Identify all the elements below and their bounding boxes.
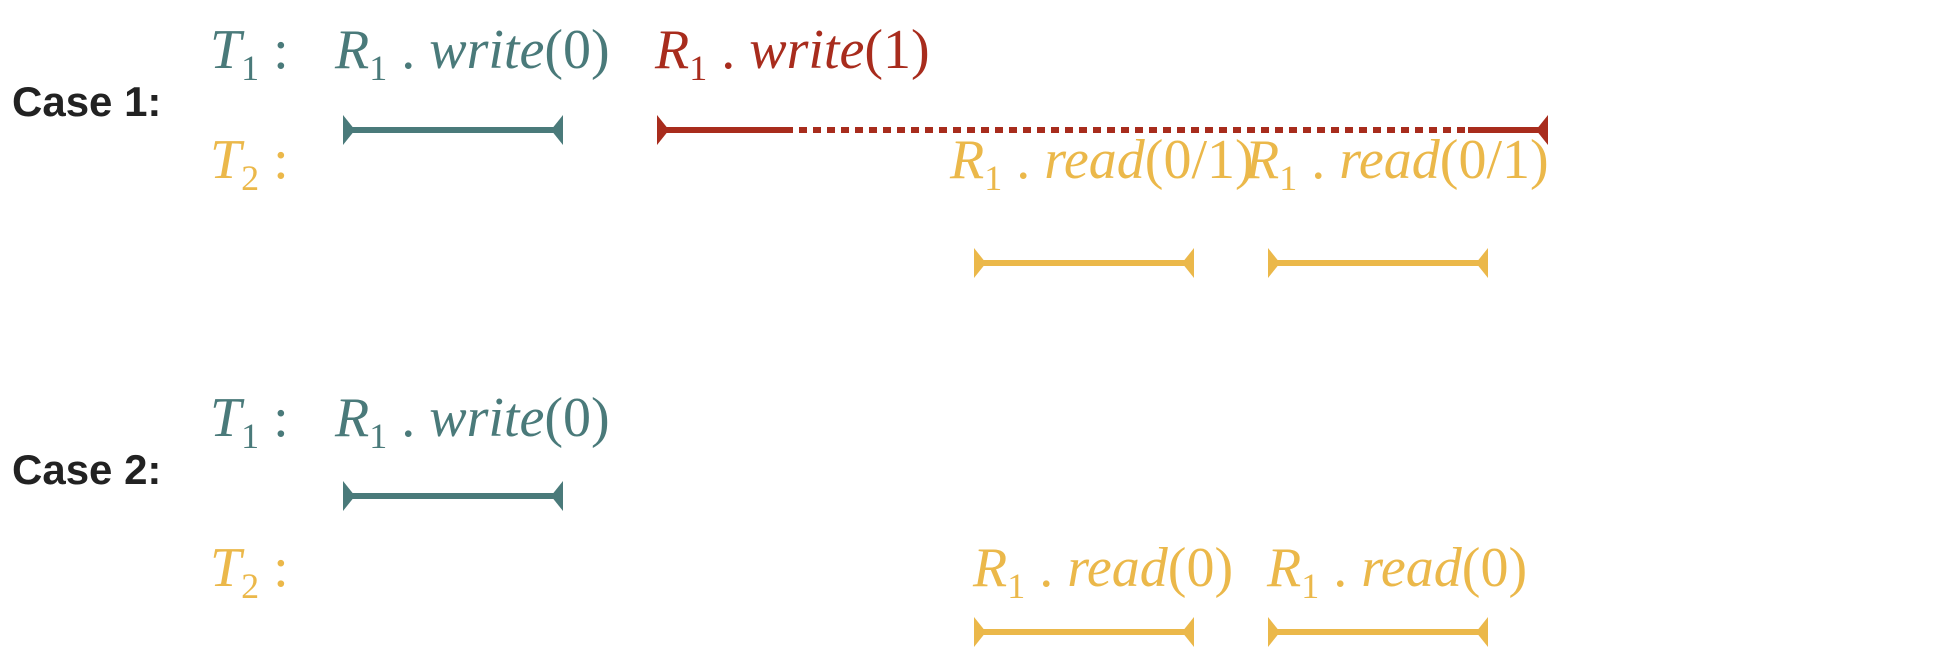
case-label: Case 2: <box>12 446 161 493</box>
operation-argument: (0/1) <box>1440 129 1549 191</box>
thread-name: T <box>210 537 245 599</box>
register-name: R <box>654 19 689 81</box>
operation-argument: (0/1) <box>1145 129 1254 191</box>
case-2: Case 2:T1 :R1 . write(0)T2 :R1 . read(0)… <box>12 387 1527 647</box>
thread-row-t1: T1 :R1 . write(0)R1 . write(1) <box>210 19 1548 145</box>
thread-label: T2 : <box>210 537 289 606</box>
thread-name: T <box>210 19 245 81</box>
register-subscript: 1 <box>369 48 387 88</box>
operation-name: write <box>749 19 864 81</box>
register-subscript: 1 <box>984 158 1002 198</box>
thread-subscript: 1 <box>241 48 259 88</box>
register-subscript: 1 <box>1279 158 1297 198</box>
operation-name: read <box>1361 537 1463 599</box>
thread-name: T <box>210 129 245 191</box>
thread-name: T <box>210 387 245 449</box>
operation-argument: (1) <box>864 19 929 81</box>
write-op-label: R1 . write(0) <box>334 387 610 456</box>
register-name: R <box>334 387 369 449</box>
thread-label: T1 : <box>210 387 289 456</box>
operation-name: read <box>1339 129 1441 191</box>
dot: . <box>1319 537 1361 599</box>
operation-argument: (0) <box>1168 537 1233 599</box>
read-op: R1 . read(0/1) <box>1244 129 1549 278</box>
write-op: R1 . write(0) <box>334 19 610 145</box>
operation-name: write <box>429 19 544 81</box>
thread-colon: : <box>259 129 289 191</box>
pending-write-op-label: R1 . write(1) <box>654 19 930 88</box>
thread-colon: : <box>259 387 289 449</box>
thread-row-t2: T2 :R1 . read(0/1)R1 . read(0/1) <box>210 129 1549 278</box>
register-subscript: 1 <box>1301 566 1319 606</box>
operation-argument: (0) <box>1462 537 1527 599</box>
thread-label: T1 : <box>210 19 289 88</box>
register-name: R <box>1244 129 1279 191</box>
dot: . <box>707 19 749 81</box>
register-name: R <box>1266 537 1301 599</box>
dot: . <box>387 387 429 449</box>
register-name: R <box>972 537 1007 599</box>
operation-name: read <box>1044 129 1146 191</box>
operation-name: write <box>429 387 544 449</box>
operation-name: read <box>1067 537 1169 599</box>
dot: . <box>1297 129 1339 191</box>
read-op-label: R1 . read(0/1) <box>1244 129 1549 198</box>
register-subscript: 1 <box>689 48 707 88</box>
thread-subscript: 2 <box>241 566 259 606</box>
read-op: R1 . read(0/1) <box>949 129 1254 278</box>
thread-row-t1: T1 :R1 . write(0) <box>210 387 610 511</box>
case-1: Case 1:T1 :R1 . write(0)R1 . write(1)T2 … <box>12 19 1549 278</box>
pending-write-op: R1 . write(1) <box>654 19 1548 145</box>
thread-subscript: 2 <box>241 158 259 198</box>
read-op-label: R1 . read(0/1) <box>949 129 1254 198</box>
case-label: Case 1: <box>12 78 161 125</box>
thread-colon: : <box>259 537 289 599</box>
register-name: R <box>949 129 984 191</box>
write-op: R1 . write(0) <box>334 387 610 511</box>
read-op: R1 . read(0) <box>1266 537 1527 647</box>
thread-subscript: 1 <box>241 416 259 456</box>
dot: . <box>387 19 429 81</box>
thread-colon: : <box>259 19 289 81</box>
register-subscript: 1 <box>1007 566 1025 606</box>
read-op-label: R1 . read(0) <box>972 537 1233 606</box>
register-name: R <box>334 19 369 81</box>
thread-label: T2 : <box>210 129 289 198</box>
register-subscript: 1 <box>369 416 387 456</box>
read-op: R1 . read(0) <box>972 537 1233 647</box>
operation-argument: (0) <box>544 387 609 449</box>
dot: . <box>1002 129 1044 191</box>
dot: . <box>1025 537 1067 599</box>
operation-argument: (0) <box>544 19 609 81</box>
write-op-label: R1 . write(0) <box>334 19 610 88</box>
thread-row-t2: T2 :R1 . read(0)R1 . read(0) <box>210 537 1527 647</box>
read-op-label: R1 . read(0) <box>1266 537 1527 606</box>
